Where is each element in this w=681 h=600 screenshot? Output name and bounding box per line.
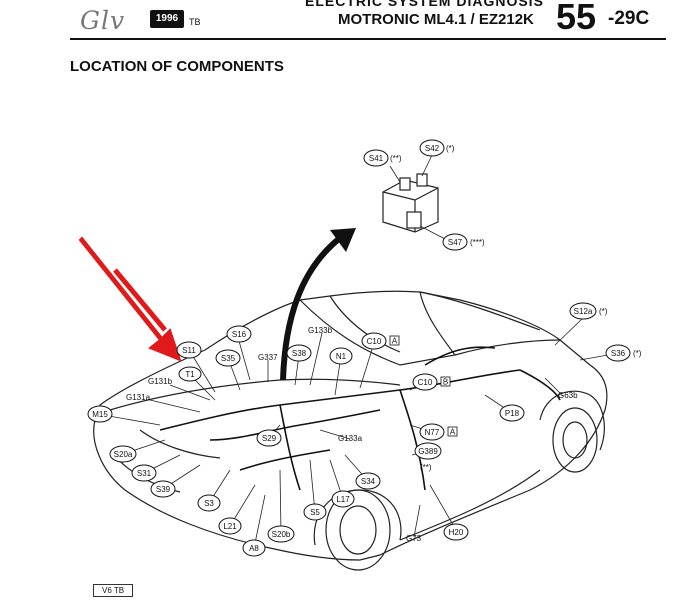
note-S12a: (*) — [599, 307, 608, 316]
component-labels — [87, 139, 631, 557]
label-S42: S42 — [425, 144, 440, 153]
label-C10b: C10 — [418, 378, 433, 387]
wheels — [325, 407, 598, 571]
label-S5: S5 — [310, 508, 320, 517]
system-title-line2: MOTRONIC ML4.1 / EZ212K — [338, 11, 534, 28]
note-S36: (*) — [633, 349, 642, 358]
label-S3: S3 — [204, 499, 214, 508]
label-S12a: S12a — [574, 307, 593, 316]
label-S35: S35 — [221, 354, 236, 363]
label-N1: N1 — [336, 352, 347, 361]
black-pointer-arrow — [280, 228, 356, 381]
page-number: 55 — [556, 0, 597, 37]
label-G73: G73 — [406, 534, 422, 543]
label-S31: S31 — [137, 469, 152, 478]
label-S41: S41 — [369, 154, 384, 163]
note-S47: (***) — [470, 238, 485, 247]
label-S34: S34 — [361, 477, 376, 486]
label-N77: N77 — [425, 428, 440, 437]
label-S20a: S20a — [114, 450, 133, 459]
label-G389: G389 — [418, 447, 438, 456]
label-S29: S29 — [262, 434, 277, 443]
label-T1: T1 — [185, 370, 195, 379]
label-S36: S36 — [611, 349, 626, 358]
label-P18: P18 — [505, 409, 520, 418]
box-C10b: B — [443, 378, 448, 387]
page-number-suffix: -29C — [608, 8, 650, 29]
label-S20b: S20b — [272, 530, 291, 539]
box-C10a: A — [392, 337, 398, 346]
label-H20: H20 — [449, 528, 464, 537]
label-M15: M15 — [92, 410, 108, 419]
label-G131a: G131a — [126, 393, 151, 402]
label-G337: G337 — [258, 353, 278, 362]
label-G133a: G133a — [338, 434, 363, 443]
label-L21: L21 — [223, 522, 237, 531]
year-badge: 1996 — [150, 10, 184, 28]
label-S16: S16 — [232, 330, 247, 339]
note-S42: (*) — [446, 144, 455, 153]
year-suffix: TB — [189, 17, 201, 27]
header-rule — [70, 38, 666, 40]
front-wheel — [325, 489, 391, 571]
system-title-line1: ELECTRIC SYSTEM DIAGNOSIS — [305, 0, 544, 9]
label-L17: L17 — [336, 495, 350, 504]
connector-boxes — [389, 335, 458, 437]
label-G133b: G133b — [308, 326, 333, 335]
logo: Glv — [80, 6, 126, 35]
rear-wheel — [552, 407, 598, 473]
footer-tag: V6 TB — [93, 584, 134, 597]
page-title: LOCATION OF COMPONENTS — [70, 58, 284, 75]
label-S11: S11 — [182, 346, 196, 355]
relay-module — [382, 173, 439, 233]
label-S39: S39 — [156, 485, 171, 494]
box-N77: A — [450, 428, 456, 437]
label-C10a: C10 — [367, 337, 382, 346]
label-G131b: G131b — [148, 377, 173, 386]
note-G389: (**) — [420, 463, 432, 472]
label-A8: A8 — [249, 544, 259, 553]
label-S38: S38 — [292, 349, 307, 358]
red-pointer-arrow — [78, 236, 182, 362]
note-S41: (**) — [390, 154, 402, 163]
label-G63b: G63b — [558, 391, 578, 400]
wiring-harness — [159, 346, 561, 491]
label-texts: S41 (**) S42 (*) S47 (***) S12a (*) S36 … — [92, 144, 642, 553]
label-S47: S47 — [448, 238, 463, 247]
